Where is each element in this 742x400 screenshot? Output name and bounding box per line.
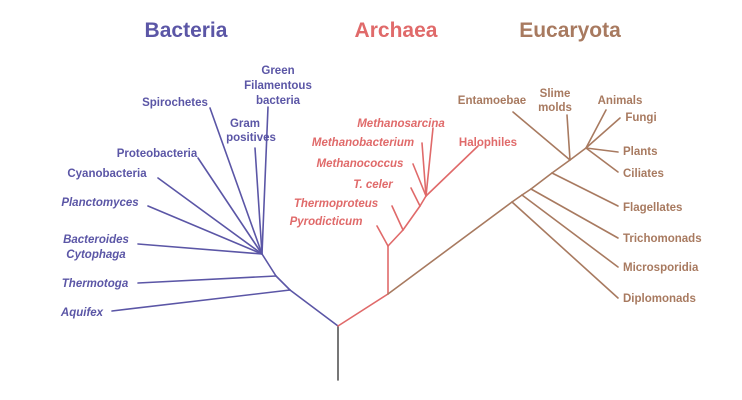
bacteria-stem-2 bbox=[275, 275, 291, 291]
branch-flagellates bbox=[551, 172, 619, 207]
archaea-node-2 bbox=[402, 205, 421, 231]
archaea-node-3 bbox=[419, 195, 427, 207]
bacteria-stem-3 bbox=[261, 253, 277, 277]
branch-plants bbox=[585, 147, 619, 153]
label-diplomonads: Diplomonads bbox=[623, 293, 696, 305]
label-methanobacterium: Methanobacterium bbox=[312, 137, 414, 149]
bacteria-branches bbox=[111, 106, 339, 327]
eucaryota-node-3 bbox=[530, 172, 553, 190]
label-green-filamentous-2: Filamentous bbox=[244, 80, 312, 92]
branch-pyrodicticum bbox=[376, 225, 389, 247]
label-methanococcus: Methanococcus bbox=[317, 158, 404, 170]
branch-entamoebae bbox=[512, 111, 571, 161]
branch-methanococcus bbox=[412, 163, 427, 197]
label-planctomyces: Planctomyces bbox=[61, 197, 138, 209]
branch-trichomonads bbox=[530, 188, 619, 239]
label-halophiles: Halophiles bbox=[459, 137, 517, 149]
archaea-stem bbox=[337, 293, 389, 327]
eucaryota-stem bbox=[387, 201, 513, 295]
label-bacteroides-1: Bacteroides bbox=[63, 234, 129, 246]
label-gram-positives-2: positives bbox=[226, 132, 276, 144]
eucaryota-branches bbox=[387, 109, 621, 299]
branch-methanobacterium bbox=[421, 142, 427, 197]
branch-thermoproteus bbox=[391, 205, 404, 231]
label-spirochetes: Spirochetes bbox=[142, 97, 208, 109]
archaea-node-1 bbox=[387, 229, 404, 247]
branch-halophiles bbox=[425, 145, 479, 197]
label-proteobacteria: Proteobacteria bbox=[117, 148, 198, 160]
eucaryota-node-2 bbox=[521, 188, 532, 196]
label-green-filamentous-1: Green bbox=[261, 65, 294, 77]
branch-methanosarcina bbox=[425, 127, 434, 197]
branch-planctomyces bbox=[147, 205, 263, 255]
domain-title-archaea: Archaea bbox=[355, 19, 438, 42]
label-flagellates: Flagellates bbox=[623, 202, 682, 214]
bacteria-labels: Green Filamentous bacteria Spirochetes G… bbox=[60, 65, 312, 319]
branch-ciliates bbox=[585, 147, 619, 173]
label-microsporidia: Microsporidia bbox=[623, 262, 699, 274]
eucaryota-node-4 bbox=[551, 159, 571, 174]
domain-title-eucaryota: Eucaryota bbox=[519, 19, 621, 42]
label-gram-positives-1: Gram bbox=[230, 118, 260, 130]
label-fungi: Fungi bbox=[625, 112, 656, 124]
label-thermoproteus: Thermoproteus bbox=[294, 198, 378, 210]
label-slime-molds-2: molds bbox=[538, 102, 572, 114]
archaea-branches bbox=[337, 127, 479, 327]
eucaryota-node-5 bbox=[569, 147, 587, 161]
label-aquifex: Aquifex bbox=[60, 307, 104, 319]
label-pyrodicticum: Pyrodicticum bbox=[290, 216, 363, 228]
branch-microsporidia bbox=[521, 194, 619, 268]
archaea-labels: Methanosarcina Methanobacterium Halophil… bbox=[290, 118, 518, 228]
label-slime-molds-1: Slime bbox=[540, 88, 571, 100]
label-trichomonads: Trichomonads bbox=[623, 233, 702, 245]
branch-slime-molds bbox=[566, 114, 571, 161]
branch-spirochetes bbox=[209, 107, 263, 255]
branch-animals bbox=[585, 109, 607, 149]
label-cyanobacteria: Cyanobacteria bbox=[67, 168, 147, 180]
branch-green-filamentous bbox=[261, 106, 269, 255]
label-green-filamentous-3: bacteria bbox=[256, 95, 301, 107]
label-entamoebae: Entamoebae bbox=[458, 95, 526, 107]
eucaryota-labels: Entamoebae Slime molds Animals Fungi Pla… bbox=[458, 88, 702, 305]
branch-thermotoga bbox=[137, 275, 277, 284]
domain-title-bacteria: Bacteria bbox=[145, 19, 228, 42]
branch-gram-positives bbox=[254, 147, 263, 255]
label-t-celer: T. celer bbox=[353, 179, 393, 191]
branch-bacteroides bbox=[137, 243, 263, 255]
label-bacteroides-2: Cytophaga bbox=[66, 249, 126, 261]
branch-diplomonads bbox=[511, 201, 619, 299]
label-thermotoga: Thermotoga bbox=[62, 278, 129, 290]
label-ciliates: Ciliates bbox=[623, 168, 664, 180]
label-animals: Animals bbox=[598, 95, 643, 107]
branch-cyanobacteria bbox=[157, 177, 263, 255]
branch-t-celer bbox=[410, 187, 421, 207]
branch-aquifex bbox=[111, 289, 291, 312]
bacteria-stem bbox=[289, 289, 339, 327]
label-plants: Plants bbox=[623, 146, 658, 158]
eucaryota-node-1 bbox=[511, 194, 523, 203]
label-methanosarcina: Methanosarcina bbox=[357, 118, 445, 130]
branch-fungi bbox=[585, 117, 621, 149]
branch-proteobacteria bbox=[197, 157, 263, 255]
